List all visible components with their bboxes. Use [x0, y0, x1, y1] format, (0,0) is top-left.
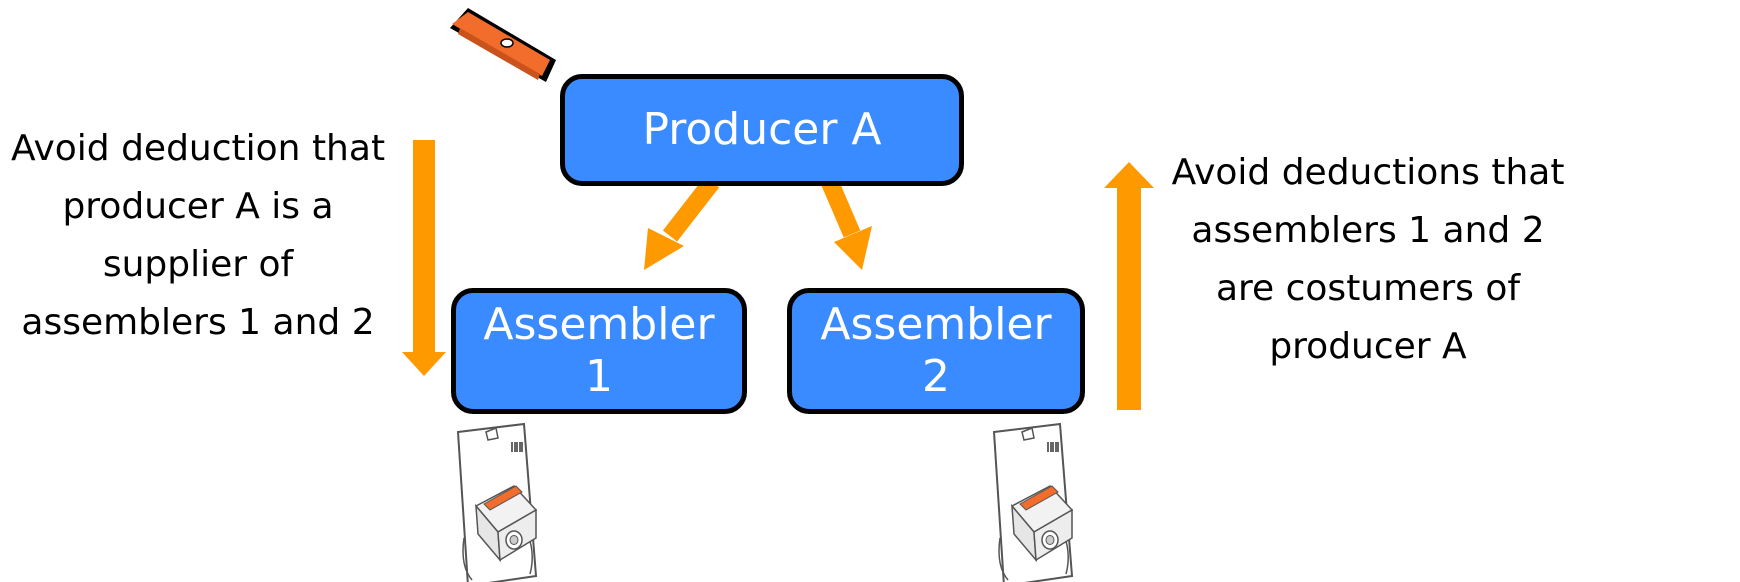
packaged-sharpener-icon	[456, 422, 538, 582]
node-assembler-1: Assembler 1	[451, 288, 747, 414]
packaged-sharpener-icon	[992, 422, 1074, 582]
note-line: producer A is a	[62, 186, 334, 227]
note-right: Avoid deductions that assemblers 1 and 2…	[1160, 144, 1576, 376]
node-number: 1	[584, 351, 613, 402]
down-arrow-left	[402, 140, 446, 376]
note-line: Avoid deduction that	[10, 128, 386, 169]
node-label: Assembler	[483, 299, 715, 350]
note-line: assemblers 1 and 2	[1191, 210, 1545, 251]
node-label: Assembler	[820, 299, 1052, 350]
node-producer-a: Producer A	[560, 74, 964, 186]
arrow-producer-to-assembler1	[644, 176, 720, 270]
note-line: producer A	[1269, 326, 1467, 367]
node-number: 2	[921, 351, 950, 402]
note-line: are costumers of	[1215, 268, 1521, 309]
note-line: supplier of	[102, 244, 294, 285]
up-arrow-right	[1104, 162, 1154, 410]
node-assembler-2: Assembler 2	[787, 288, 1085, 414]
note-left: Avoid deduction that producer A is a sup…	[0, 120, 396, 352]
node-label: Producer A	[642, 104, 882, 155]
note-line: Avoid deductions that	[1171, 152, 1565, 193]
note-line: assemblers 1 and 2	[21, 302, 375, 343]
sharpener-blade-icon	[450, 8, 556, 82]
arrow-producer-to-assembler2	[819, 174, 872, 270]
